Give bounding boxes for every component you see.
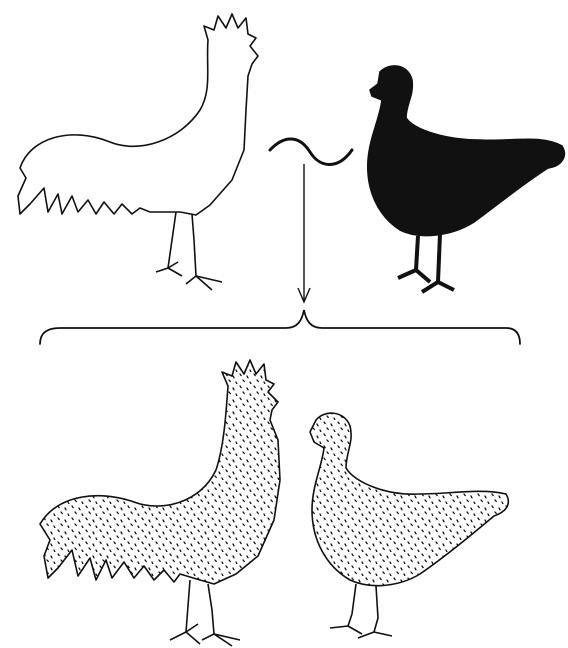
brace	[40, 310, 520, 344]
rooster-legs	[156, 212, 222, 290]
offspring-rooster-body	[40, 360, 280, 584]
offspring-rooster-icon	[40, 360, 280, 646]
rooster-body	[18, 14, 258, 215]
offspring-rooster-legs	[170, 580, 240, 646]
offspring-hen-legs	[330, 584, 392, 638]
offspring-hen-icon	[310, 413, 508, 638]
cross-symbol	[270, 139, 352, 165]
parent-hen-icon	[368, 66, 565, 292]
parent-rooster-icon	[18, 14, 258, 290]
hen-body	[368, 66, 565, 236]
hen-legs	[398, 234, 454, 292]
down-arrow-icon	[298, 164, 310, 302]
offspring-hen-body	[310, 413, 508, 586]
